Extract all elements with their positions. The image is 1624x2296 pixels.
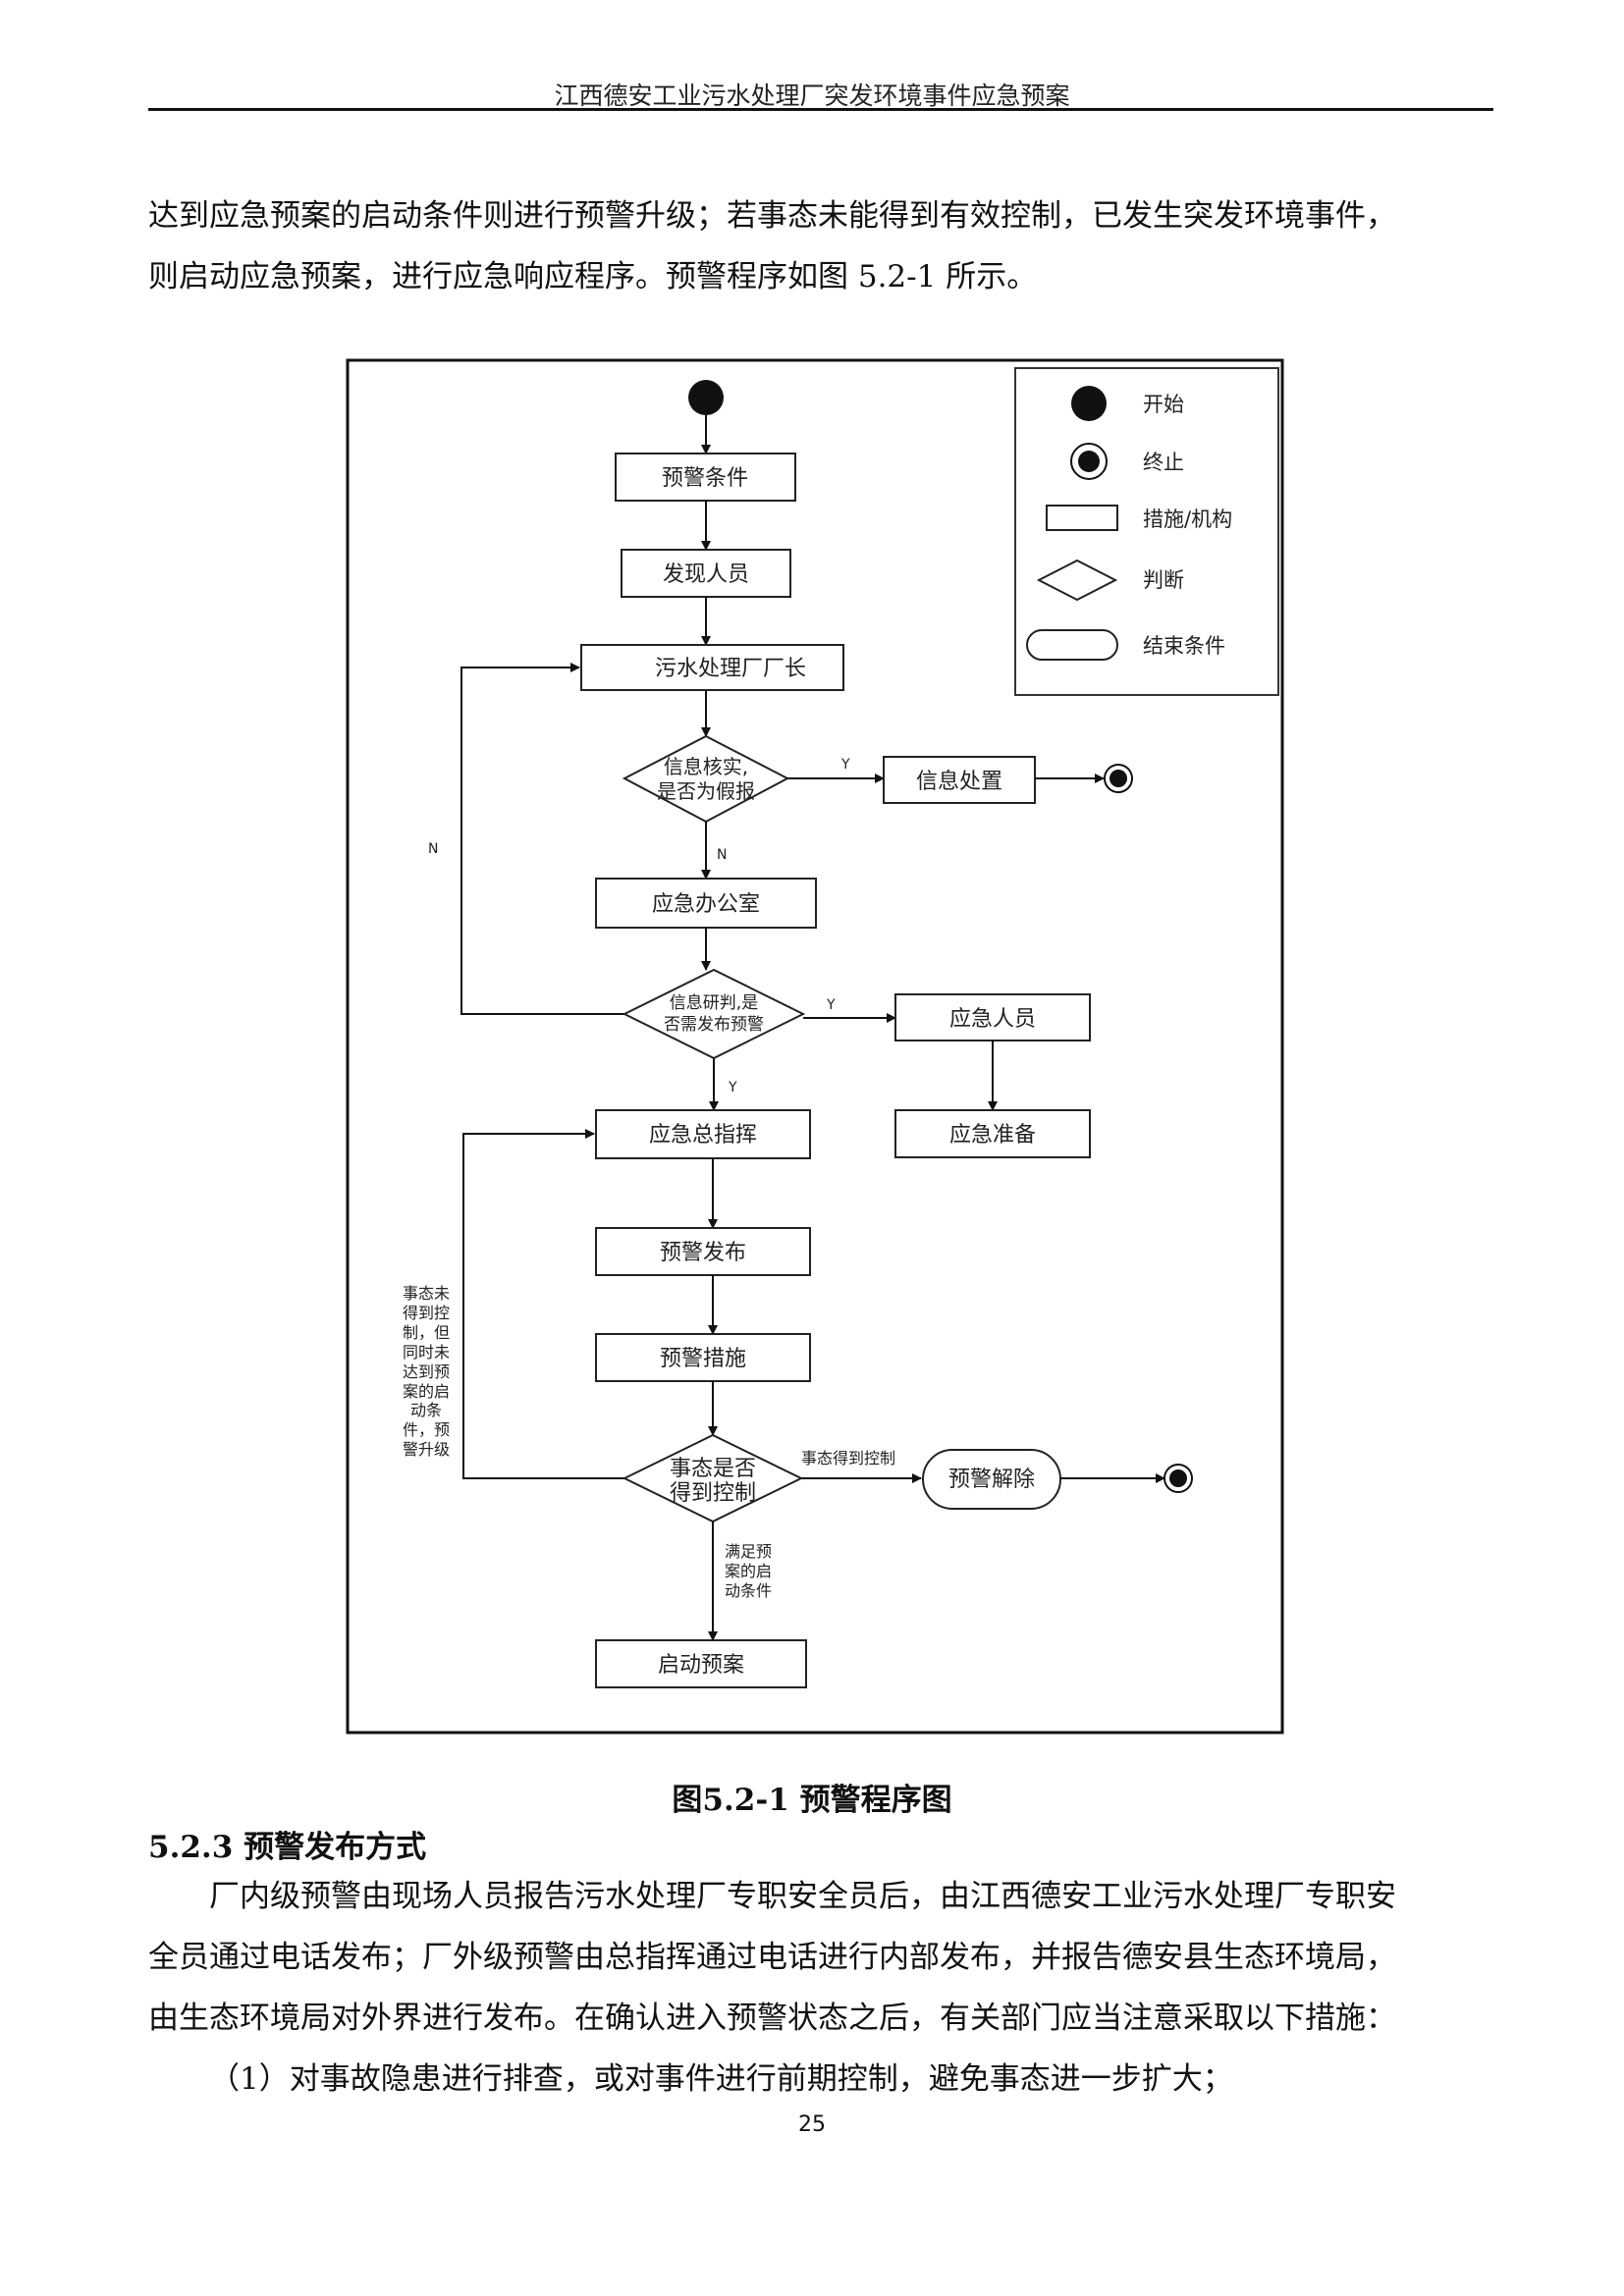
decision-control-label-1: 事态是否 <box>670 1457 756 1481</box>
edge-label-controlled: 事态得到控制 <box>801 1449 895 1468</box>
decision-judge-label-1: 信息研判,是 <box>670 993 758 1013</box>
section-para-line-1: 厂内级预警由现场人员报告污水处理厂专职安全员后，由江西德安工业污水处理厂专职安 <box>209 1879 1396 1914</box>
meet-conditions-line: 满足预 <box>725 1542 772 1561</box>
escalate-line: 制，但 <box>403 1323 450 1342</box>
node-activate-plan-label: 启动预案 <box>658 1653 744 1678</box>
legend-decision-icon <box>1036 559 1118 602</box>
edge-label-verify-no: N <box>717 847 727 863</box>
edge-label-judge-no: N <box>428 841 438 857</box>
decision-verify-label-1: 信息核实, <box>664 755 748 778</box>
escalate-line: 事态未 <box>403 1284 450 1303</box>
node-plant-director-label: 污水处理厂厂长 <box>655 657 806 681</box>
node-warning-release-label: 预警发布 <box>660 1241 746 1265</box>
decision-judge-warning <box>622 968 806 1060</box>
node-warning-measures <box>595 1333 811 1382</box>
escalate-line: 同时未 <box>403 1343 450 1362</box>
escalate-line: 动条 <box>410 1401 442 1419</box>
document-header-title: 江西德安工业污水处理厂突发环境事件应急预案 <box>554 81 1070 110</box>
edge-label-escalate: 事态未 得到控 制，但 同时未 达到预 案的启 动条 件，预 警升级 <box>403 1284 450 1459</box>
node-emergency-personnel <box>894 993 1091 1041</box>
meet-conditions-line: 动条件 <box>725 1581 772 1600</box>
edge-label-judge-yes-down: Y <box>728 1080 737 1095</box>
legend-start-icon <box>1071 386 1107 421</box>
decision-verify-label-2: 是否为假报 <box>657 779 755 803</box>
edge-label-meet-conditions: 满足预 案的启 动条件 <box>725 1542 772 1600</box>
node-activate-plan <box>595 1639 807 1688</box>
node-plant-director <box>580 644 844 691</box>
decision-judge-label-2: 否需发布预警 <box>664 1015 764 1035</box>
escalate-line: 件，预 <box>403 1420 450 1439</box>
node-emergency-preparation-label: 应急准备 <box>949 1123 1036 1148</box>
legend-decision-label: 判断 <box>1143 568 1184 592</box>
warning-procedure-flowchart: 开始 终止 措施/机构 判断 结束条件 预警条件 发现人员 污水处理厂厂长 信息… <box>346 358 1284 1735</box>
start-node-icon <box>688 380 724 415</box>
node-warning-conditions-label: 预警条件 <box>662 466 748 491</box>
node-emergency-preparation <box>894 1109 1091 1158</box>
node-emergency-office <box>595 878 817 929</box>
section-heading: 5.2.3 预警发布方式 <box>148 1830 427 1865</box>
node-discoverer-label: 发现人员 <box>663 562 749 587</box>
node-emergency-commander <box>595 1109 811 1159</box>
legend-end-condition-icon <box>1026 629 1118 661</box>
escalate-line: 警升级 <box>403 1440 450 1459</box>
legend-end-label: 终止 <box>1143 451 1184 474</box>
legend-action-icon <box>1046 505 1118 531</box>
section-para-line-2: 全员通过电话发布；厂外级预警由总指挥通过电话进行内部发布，并报告德安县生态环境局… <box>148 1940 1396 1975</box>
page-number: 25 <box>798 2112 826 2137</box>
node-warning-measures-label: 预警措施 <box>660 1347 746 1371</box>
intro-line-1: 达到应急预案的启动条件则进行预警升级；若事态未能得到有效控制，已发生突发环境事件… <box>148 198 1396 234</box>
section-list-item-1: （1）对事故隐患进行排查，或对事件进行前期控制，避免事态进一步扩大； <box>209 2061 1233 2097</box>
legend-end-condition-label: 结束条件 <box>1143 634 1225 658</box>
escalate-line: 得到控 <box>403 1304 450 1322</box>
legend-action-label: 措施/机构 <box>1143 507 1232 531</box>
node-info-disposal <box>883 756 1036 804</box>
legend-start-label: 开始 <box>1143 393 1184 416</box>
node-emergency-office-label: 应急办公室 <box>652 892 760 917</box>
escalate-line: 达到预 <box>403 1362 450 1381</box>
header-rule <box>148 108 1493 111</box>
figure-caption: 图5.2-1 预警程序图 <box>672 1783 952 1818</box>
node-warning-conditions <box>615 453 796 502</box>
node-warning-release <box>595 1227 811 1276</box>
section-para-line-3: 由生态环境局对外界进行发布。在确认进入预警状态之后，有关部门应当注意采取以下措施… <box>148 2001 1396 2036</box>
node-info-disposal-label: 信息处置 <box>916 770 1002 794</box>
intro-line-2: 则启动应急预案，进行应急响应程序。预警程序如图 5.2-1 所示。 <box>148 259 1038 294</box>
legend: 开始 终止 措施/机构 判断 结束条件 <box>1014 367 1279 696</box>
escalate-line: 案的启 <box>403 1382 450 1401</box>
node-emergency-commander-label: 应急总指挥 <box>649 1123 757 1148</box>
node-emergency-personnel-label: 应急人员 <box>949 1007 1036 1032</box>
node-warning-lifted-label: 预警解除 <box>948 1468 1035 1492</box>
decision-control-label-2: 得到控制 <box>670 1481 756 1506</box>
edge-label-judge-yes-right: Y <box>826 997 836 1013</box>
meet-conditions-line: 案的启 <box>725 1562 772 1580</box>
edge-label-verify-yes: Y <box>840 757 850 773</box>
